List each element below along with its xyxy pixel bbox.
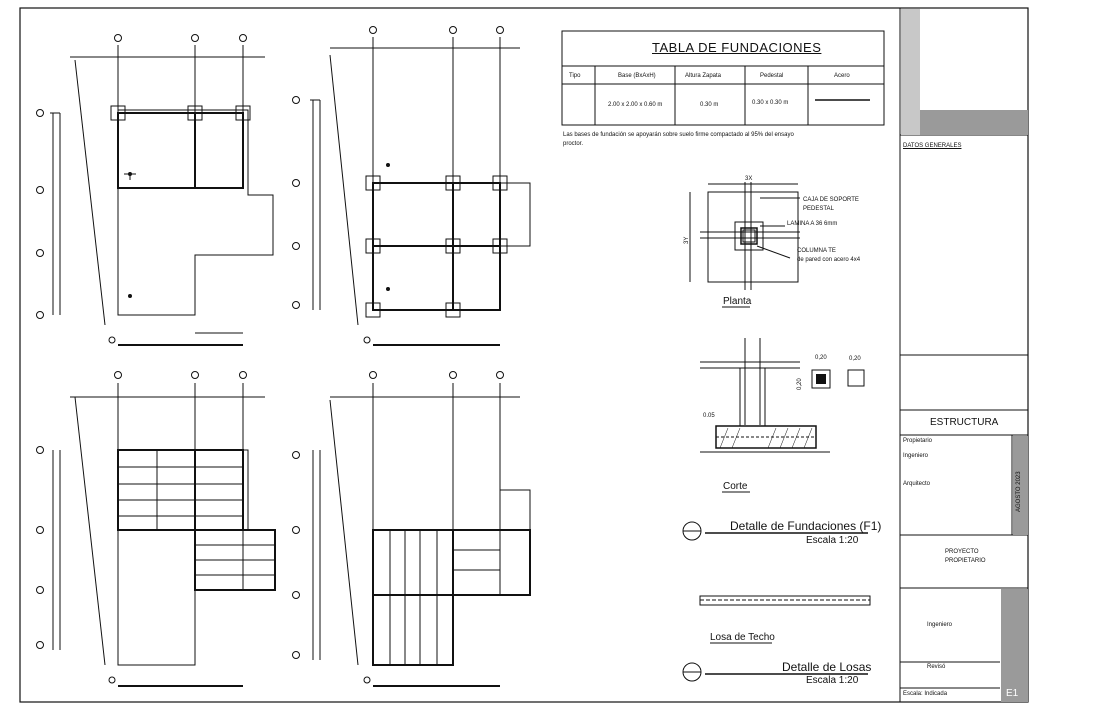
title-block-sheet-label: Escala: Indicada (903, 691, 948, 697)
floor-plan-4 (292, 371, 531, 687)
table-cell-pedestal: 0.30 x 0.30 m (752, 100, 789, 106)
title-block-section: ESTRUCTURA (930, 417, 999, 428)
slab-detail-scale: Escala 1:20 (806, 675, 859, 686)
corte-dim-2: 0,20 (849, 356, 861, 362)
callout-pedestal: CAJA DE SOPORTE PEDESTAL (803, 197, 859, 212)
slab-detail (699, 595, 871, 644)
title-block-signature-1: Ingeniero (927, 622, 953, 628)
floor-plan-2 (292, 26, 531, 346)
dim-side-label: 3Y (684, 236, 690, 244)
title-block-gray-panel-bottom (1001, 589, 1028, 702)
corte-dim-1: 0,20 (815, 355, 827, 361)
foundation-detail-title: Detalle de Fundaciones (F1) (730, 519, 882, 533)
table-cell-height: 0.30 m (700, 102, 719, 108)
callout-columna: COLUMNA TE de pared con acero 4x4 (797, 248, 861, 263)
table-header-acero: Acero (834, 73, 850, 79)
title-block-header: DATOS GENERALES (903, 143, 962, 149)
corte-dim-4: 0.05 (703, 413, 715, 419)
dim-top-label: 3X (745, 176, 753, 182)
corte-dim-3: 0,20 (797, 378, 803, 390)
foundation-table-title: TABLA DE FUNDACIONES (652, 40, 822, 55)
corte-label: Corte (723, 481, 748, 492)
slab-label: Losa de Techo (710, 632, 775, 643)
planta-label: Planta (723, 296, 752, 307)
floor-plan-3 (36, 371, 276, 687)
title-block-field-1: Propietario (903, 438, 933, 444)
foundation-table-note: Las bases de fundación se apoyarán sobre… (563, 132, 794, 147)
table-header-height: Altura Zapata (685, 73, 722, 79)
sheet-code: E1 (1006, 688, 1019, 699)
callout-lamina: LAMINA A 36 6mm (787, 221, 838, 227)
title-block-date: AGOSTO 2023 (1016, 471, 1022, 512)
title-block-gray-panel-top (901, 9, 920, 135)
foundation-section-detail (700, 338, 865, 493)
title-block-field-3: Arquitecto (903, 481, 931, 487)
table-cell-base: 2.00 x 2.00 x 0.60 m (608, 102, 663, 108)
title-block-date-panel (1013, 436, 1028, 535)
table-header-base: Base (BxAxH) (618, 73, 656, 79)
foundation-detail-scale: Escala 1:20 (806, 535, 859, 546)
title-block-field-2: Ingeniero (903, 453, 929, 459)
foundation-plan-detail (689, 182, 800, 308)
title-block-gray-panel-header (920, 110, 1028, 135)
title-block-project-1: PROYECTO (945, 549, 979, 555)
slab-detail-title: Detalle de Losas (782, 660, 872, 674)
title-block-signature-2: Revisó (927, 664, 946, 670)
table-header-tipo: Tipo (569, 73, 581, 79)
foundation-table (561, 30, 885, 126)
floor-plan-1 (36, 34, 274, 346)
title-block-project-2: PROPIETARIO (945, 558, 986, 564)
table-header-pedestal: Pedestal (760, 73, 784, 79)
